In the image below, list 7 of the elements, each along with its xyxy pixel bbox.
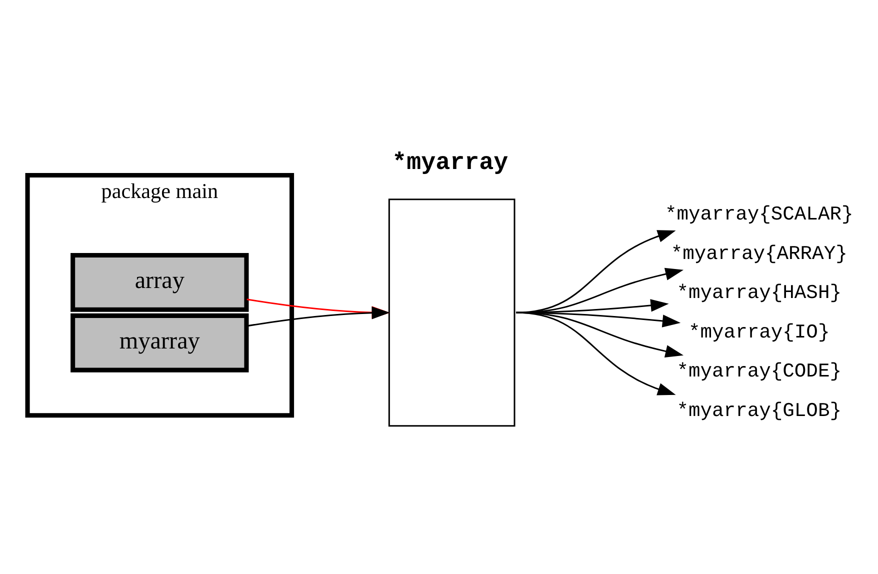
node-text: *myarray{SCALAR} [664,204,854,226]
node-label: *myarray [392,150,508,177]
node-text: *myarray{HASH} [676,282,842,304]
node-text: *myarray{GLOB} [676,400,842,422]
node-text: *myarray{CODE} [676,360,842,383]
node-text: *myarray{ARRAY} [670,242,848,265]
node-text: *myarray{IO} [688,321,830,344]
